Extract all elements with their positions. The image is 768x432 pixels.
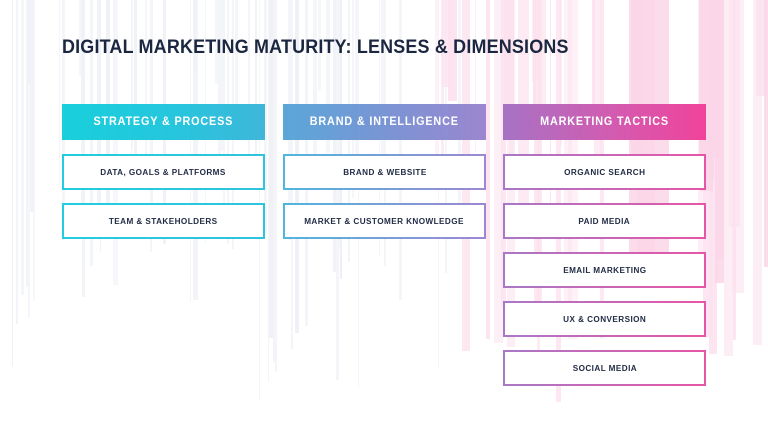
- lens-column-1: BRAND & INTELLIGENCE BRAND & WEBSITE MARKE…: [283, 104, 486, 252]
- lens-header-label: MARKETING TACTICS: [540, 116, 669, 128]
- dimension-item-inner: DATA, GOALS & PLATFORMS: [63, 155, 264, 189]
- dimension-list-1: BRAND & WEBSITE MARKET & CUSTOMER KNOWLED…: [283, 154, 486, 239]
- lens-column-2: MARKETING TACTICS ORGANIC SEARCH PAID MEDI…: [503, 104, 706, 399]
- lens-header-2[interactable]: MARKETING TACTICS: [503, 104, 706, 140]
- dimension-item[interactable]: EMAIL MARKETING: [503, 252, 706, 288]
- dimension-list-0: DATA, GOALS & PLATFORMS TEAM & STAKEHOLDE…: [62, 154, 265, 239]
- dimension-item[interactable]: PAID MEDIA: [503, 203, 706, 239]
- dimension-item-label: SOCIAL MEDIA: [572, 363, 637, 373]
- dimension-item-inner: ORGANIC SEARCH: [504, 155, 705, 189]
- dimension-item-label: UX & CONVERSION: [562, 314, 647, 324]
- dimension-item-label: PAID MEDIA: [578, 216, 631, 226]
- dimension-item-inner: BRAND & WEBSITE: [284, 155, 485, 189]
- dimension-item-label: MARKET & CUSTOMER KNOWLEDGE: [304, 216, 465, 226]
- dimension-item-inner: EMAIL MARKETING: [504, 253, 705, 287]
- dimension-item[interactable]: DATA, GOALS & PLATFORMS: [62, 154, 265, 190]
- dimension-item[interactable]: MARKET & CUSTOMER KNOWLEDGE: [283, 203, 486, 239]
- dimension-item-inner: UX & CONVERSION: [504, 302, 705, 336]
- dimension-item[interactable]: SOCIAL MEDIA: [503, 350, 706, 386]
- lens-header-label: BRAND & INTELLIGENCE: [309, 116, 460, 128]
- dimension-item-inner: TEAM & STAKEHOLDERS: [63, 204, 264, 238]
- dimension-item[interactable]: TEAM & STAKEHOLDERS: [62, 203, 265, 239]
- dimension-item-label: ORGANIC SEARCH: [563, 167, 646, 177]
- lens-header-0[interactable]: STRATEGY & PROCESS: [62, 104, 265, 140]
- dimension-item[interactable]: BRAND & WEBSITE: [283, 154, 486, 190]
- lens-header-1[interactable]: BRAND & INTELLIGENCE: [283, 104, 486, 140]
- dimension-item-label: TEAM & STAKEHOLDERS: [109, 216, 218, 226]
- dimension-list-2: ORGANIC SEARCH PAID MEDIA EMAIL MARKETING U…: [503, 154, 706, 386]
- dimension-item-label: BRAND & WEBSITE: [342, 167, 427, 177]
- dimension-item-label: DATA, GOALS & PLATFORMS: [100, 167, 227, 177]
- dimension-item-inner: MARKET & CUSTOMER KNOWLEDGE: [284, 204, 485, 238]
- dimension-item-label: EMAIL MARKETING: [562, 265, 647, 275]
- dimension-item-inner: SOCIAL MEDIA: [504, 351, 705, 385]
- lens-header-label: STRATEGY & PROCESS: [93, 116, 234, 128]
- lens-column-0: STRATEGY & PROCESS DATA, GOALS & PLATFORM…: [62, 104, 265, 252]
- dimension-item[interactable]: ORGANIC SEARCH: [503, 154, 706, 190]
- page-title: DIGITAL MARKETING MATURITY: LENSES & DIM…: [62, 36, 569, 58]
- dimension-item[interactable]: UX & CONVERSION: [503, 301, 706, 337]
- dimension-item-inner: PAID MEDIA: [504, 204, 705, 238]
